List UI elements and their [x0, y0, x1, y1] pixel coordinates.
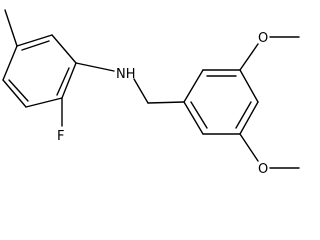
- bond: [25, 97, 63, 108]
- oxygen-top-label: O: [258, 31, 268, 46]
- amine-bond-right: [133, 78, 149, 104]
- nh-label: NH: [116, 67, 136, 82]
- bond: [2, 45, 18, 81]
- molecule-svg: NH F O O: [2, 9, 300, 177]
- methyl-bond: [4, 9, 18, 47]
- double-bond-inner: [235, 101, 252, 129]
- fluorine-label: F: [57, 129, 64, 144]
- left-ring: [2, 34, 77, 108]
- oxygen-bottom-label: O: [258, 162, 268, 177]
- amine-bond-left: [75, 62, 115, 72]
- structure-diagram: NH F O O: [2, 9, 300, 177]
- double-bond-inner: [190, 101, 208, 129]
- bond: [16, 34, 53, 47]
- bond: [183, 69, 204, 103]
- bond: [239, 69, 259, 103]
- bond: [183, 101, 204, 135]
- bond: [61, 62, 77, 99]
- methylene-bond: [147, 101, 185, 104]
- right-ring: [183, 69, 259, 135]
- methoxy-top-bond-1: [239, 43, 259, 71]
- double-bond-inner: [8, 79, 29, 102]
- double-bond-inner: [21, 40, 50, 51]
- bond: [51, 34, 77, 64]
- methoxy-bottom-bond-1: [239, 133, 259, 162]
- double-bond-inner: [56, 67, 70, 96]
- bond: [239, 101, 259, 135]
- bond: [2, 79, 27, 108]
